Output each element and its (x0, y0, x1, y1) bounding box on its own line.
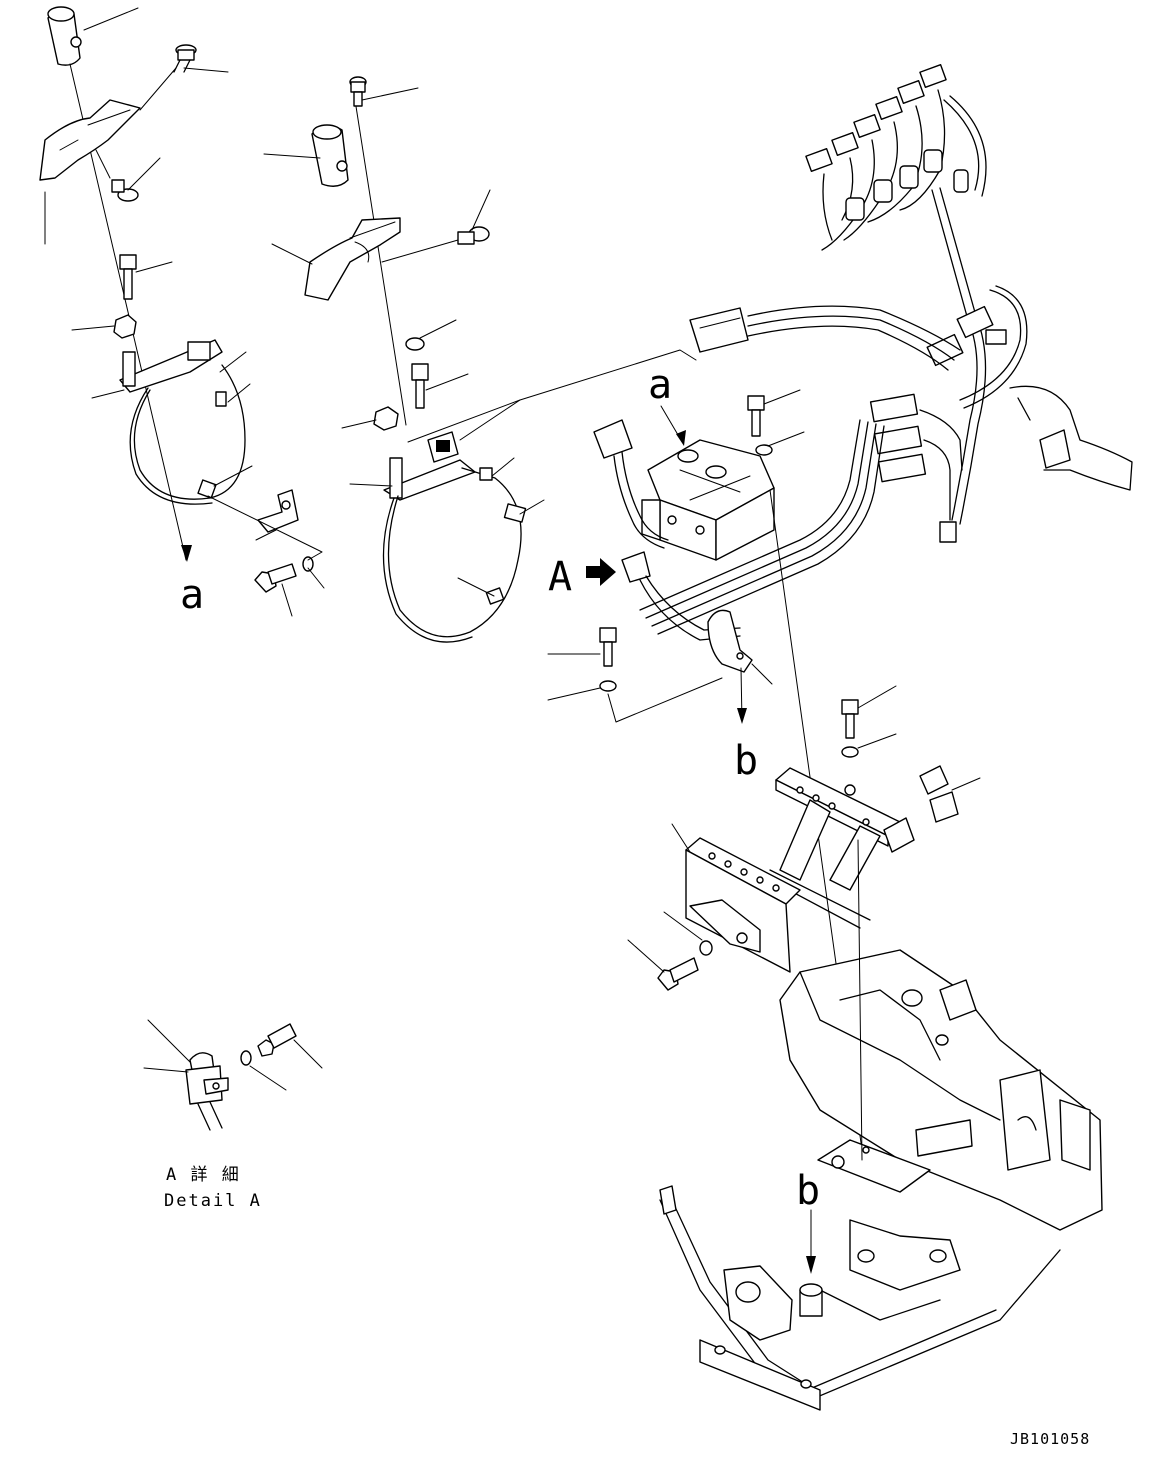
harness-connector-cluster (805, 64, 987, 251)
label-a-left: a (180, 572, 204, 618)
harness-clip-b (707, 609, 753, 673)
left-nut (113, 314, 137, 339)
drawing-code: JB101058 (1010, 1430, 1090, 1448)
center-lever-assembly (263, 76, 545, 643)
center-screw-top (349, 76, 367, 107)
left-bolt (119, 254, 137, 300)
center-nut (373, 406, 399, 431)
left-knob-top (47, 6, 75, 22)
detail-A-title-en: Detail A (164, 1191, 262, 1211)
left-washer (302, 556, 314, 572)
left-lever-assembly (39, 6, 325, 617)
left-bolt-lower (254, 563, 297, 593)
left-screw-top (173, 44, 197, 73)
mounting-bracket (627, 685, 981, 991)
center-lever-cover (304, 217, 401, 301)
center-lever-axis (354, 99, 407, 426)
controller-unit (586, 405, 775, 724)
detail-A-title-jp: A 詳 細 (166, 1165, 241, 1185)
center-leader-lines (263, 87, 545, 597)
center-washer (405, 337, 425, 351)
left-leader-lines (44, 7, 325, 617)
detail-A-view (143, 1019, 323, 1131)
label-b-bottom: b (796, 1168, 820, 1214)
harness-clamp-A (621, 551, 651, 583)
left-screw-mid (111, 179, 139, 202)
center-harness-loop (387, 467, 522, 638)
left-lever-cover (39, 99, 141, 181)
label-b-mid: b (734, 738, 758, 784)
left-plate (257, 489, 299, 533)
harness-center-connectors (869, 393, 963, 543)
left-axis-arrowhead (181, 545, 192, 562)
label-a-top: a (648, 362, 672, 408)
center-bolt (411, 363, 429, 409)
floor-frame (659, 839, 1103, 1411)
left-bracket-post (122, 351, 136, 387)
detail-A-arrow[interactable] (586, 558, 616, 586)
harness-connector-left (689, 307, 749, 353)
main-wiring-harness (459, 64, 1133, 635)
label-A-arrow: A (548, 554, 572, 600)
center-screw-right (457, 226, 490, 245)
